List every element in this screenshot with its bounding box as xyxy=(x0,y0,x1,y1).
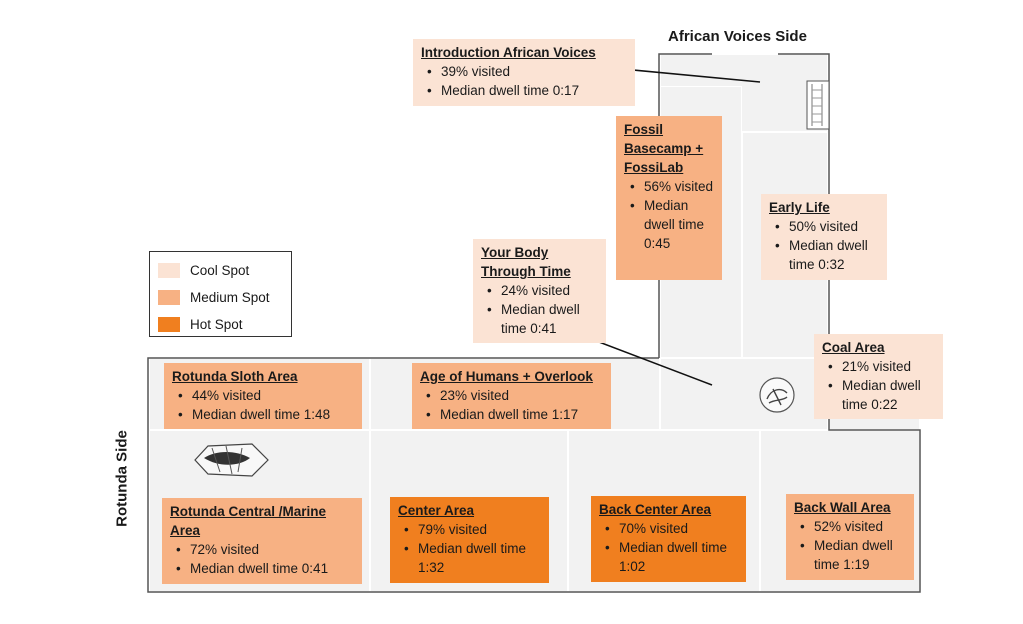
zone-dwell: Median dwell time 0:45 xyxy=(624,196,714,253)
rotunda-side-label: Rotunda Side xyxy=(113,430,131,527)
legend-hot: Hot Spot xyxy=(158,315,243,333)
zone-visited: 21% visited xyxy=(822,357,935,376)
zone-dwell: Median dwell time 0:22 xyxy=(822,376,935,414)
legend-cool: Cool Spot xyxy=(158,261,249,279)
zone-intro-african-voices: Introduction African Voices 39% visited … xyxy=(413,39,635,106)
zone-dwell: Median dwell time 1:02 xyxy=(599,538,738,576)
legend-label: Medium Spot xyxy=(190,289,270,305)
zone-title: Age of Humans + Overlook xyxy=(420,369,593,384)
zone-visited: 56% visited xyxy=(624,177,714,196)
zone-visited: 39% visited xyxy=(421,62,627,81)
zone-rotunda-central: Rotunda Central /Marine Area 72% visited… xyxy=(162,498,362,584)
legend-medium: Medium Spot xyxy=(158,288,270,306)
zone-visited: 72% visited xyxy=(170,540,354,559)
zone-visited: 50% visited xyxy=(769,217,879,236)
zone-visited: 52% visited xyxy=(794,517,906,536)
zone-title: Coal Area xyxy=(822,340,885,355)
zone-dwell: Median dwell time 0:17 xyxy=(421,81,627,100)
zone-dwell: Median dwell time 0:41 xyxy=(170,559,354,578)
zone-visited: 44% visited xyxy=(172,386,354,405)
zone-rotunda-sloth: Rotunda Sloth Area 44% visited Median dw… xyxy=(164,363,362,429)
legend-label: Hot Spot xyxy=(190,316,243,332)
zone-dwell: Median dwell time 1:17 xyxy=(420,405,603,424)
zone-dwell: Median dwell time 1:32 xyxy=(398,539,541,577)
zone-back-wall: Back Wall Area 52% visited Median dwell … xyxy=(786,494,914,580)
zone-title: Rotunda Central /Marine Area xyxy=(170,504,327,538)
zone-title: Your Body Through Time xyxy=(481,245,571,279)
zone-your-body: Your Body Through Time 24% visited Media… xyxy=(473,239,606,343)
legend-label: Cool Spot xyxy=(190,262,250,278)
zone-title: Rotunda Sloth Area xyxy=(172,369,298,384)
zone-visited: 79% visited xyxy=(398,520,541,539)
coal-exhibit-icon xyxy=(759,377,795,413)
zone-visited: 24% visited xyxy=(481,281,598,300)
whale-exhibit-icon xyxy=(194,443,269,477)
zone-title: Center Area xyxy=(398,503,475,518)
zone-age-of-humans: Age of Humans + Overlook 23% visited Med… xyxy=(412,363,611,429)
room-coal-wing xyxy=(660,358,828,430)
zone-dwell: Median dwell time 0:41 xyxy=(481,300,598,338)
zone-title: Early Life xyxy=(769,200,830,215)
cool-swatch xyxy=(158,262,180,278)
zone-dwell: Median dwell time 0:32 xyxy=(769,236,879,274)
zone-visited: 23% visited xyxy=(420,386,603,405)
zone-title: Fossil Basecamp + FossiLab xyxy=(624,122,704,175)
medium-swatch xyxy=(158,289,180,305)
zone-dwell: Median dwell time 1:48 xyxy=(172,405,354,424)
zone-center-area: Center Area 79% visited Median dwell tim… xyxy=(390,497,549,583)
hot-swatch xyxy=(158,316,180,332)
zone-back-center: Back Center Area 70% visited Median dwel… xyxy=(591,496,746,582)
zone-title: Back Wall Area xyxy=(794,500,891,515)
zone-title: Back Center Area xyxy=(599,502,712,517)
zone-visited: 70% visited xyxy=(599,519,738,538)
zone-title: Introduction African Voices xyxy=(421,45,596,60)
zone-fossil-basecamp: Fossil Basecamp + FossiLab 56% visited M… xyxy=(616,116,722,280)
zone-dwell: Median dwell time 1:19 xyxy=(794,536,906,574)
zone-coal-area: Coal Area 21% visited Median dwell time … xyxy=(814,334,943,419)
african-voices-side-label: African Voices Side xyxy=(668,28,807,45)
stair-icon xyxy=(806,80,830,130)
zone-early-life: Early Life 50% visited Median dwell time… xyxy=(761,194,887,280)
heat-legend: Cool Spot Medium Spot Hot Spot xyxy=(149,251,292,337)
